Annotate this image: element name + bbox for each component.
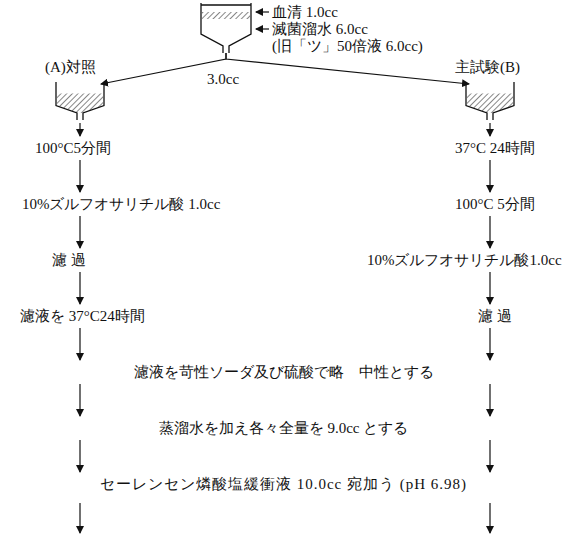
process-step: 10%ズルフオサリチル酸 1.0cc xyxy=(22,195,220,213)
step-text: 100°C 5分間 xyxy=(455,195,535,213)
step-text: 100°C5分間 xyxy=(35,139,111,157)
flow-arrow xyxy=(490,216,491,248)
step-text: 10%ズルフオサリチル酸 1.0cc xyxy=(22,195,220,213)
volume-label: (旧「ツ」50倍液 6.0cc) xyxy=(272,37,423,55)
flow-line xyxy=(226,53,469,84)
flow-line xyxy=(489,123,490,136)
step-text: 蒸溜水を加え各々全量を 9.0cc とする xyxy=(8,419,559,437)
flow-arrow xyxy=(80,272,81,304)
process-step: 37°C 24時間 xyxy=(455,139,535,157)
leader-arrow xyxy=(256,28,269,29)
flow-arrow xyxy=(79,503,80,533)
step-text: 37°C 24時間 xyxy=(455,139,535,157)
step-text: 濾液を苛性ソーダ及び硫酸で略ゝ中性とする xyxy=(8,363,559,381)
test-tube: 血清 1.0cc滅菌溜水 6.0cc(旧「ツ」50倍液 6.0cc) xyxy=(200,3,252,53)
process-step: 濾液を苛性ソーダ及び硫酸で略ゝ中性とする xyxy=(8,363,559,381)
flow-arrow xyxy=(490,160,491,192)
flow-line xyxy=(489,216,490,248)
flow-line xyxy=(489,272,490,304)
tube-wall xyxy=(466,82,514,120)
test-tube-outline xyxy=(465,82,515,120)
flow-arrow xyxy=(490,123,491,136)
process-step: 濾液を 37°C24時間 xyxy=(20,307,145,325)
tube-wall xyxy=(56,82,104,120)
test-tube-outline xyxy=(55,82,105,120)
leader-arrow xyxy=(256,11,269,12)
tube-wall xyxy=(201,3,251,53)
process-step: セーレンセン燐酸塩緩衝液 10.0cc 宛加う (pH 6.98) xyxy=(8,475,559,493)
step-text: 濾液を 37°C24時間 xyxy=(20,307,145,325)
step-text: 濾 過 xyxy=(478,307,512,325)
flow-line xyxy=(489,440,490,472)
flow-line xyxy=(79,328,80,360)
flow-line xyxy=(79,216,80,248)
flow-arrow xyxy=(226,53,469,84)
flow-line xyxy=(79,160,80,192)
flow-arrow xyxy=(80,440,490,472)
process-step: 濾 過 xyxy=(52,251,86,269)
flow-arrow xyxy=(80,384,490,416)
test-tube: 主試験(B) xyxy=(465,82,515,120)
tube-heading: 主試験(B) xyxy=(455,58,520,76)
process-step: 濾 過 xyxy=(478,307,512,325)
process-step: 100°C 5分間 xyxy=(455,195,535,213)
volume-label: 血清 1.0cc xyxy=(272,3,338,21)
flow-arrow xyxy=(80,160,81,192)
flow-arrow xyxy=(80,216,81,248)
serum-layer xyxy=(202,12,250,19)
process-step: 100°C5分間 xyxy=(35,139,111,157)
process-step: 10%ズルフオサリチル酸1.0cc xyxy=(367,251,562,269)
step-text: セーレンセン燐酸塩緩衝液 10.0cc 宛加う (pH 6.98) xyxy=(8,475,559,493)
flow-line xyxy=(79,272,80,304)
step-text: 10%ズルフオサリチル酸1.0cc xyxy=(367,251,562,269)
tube-heading: (A)対照 xyxy=(45,58,96,76)
flow-arrow xyxy=(80,328,81,360)
volume-label: 滅菌溜水 6.0cc xyxy=(272,20,368,38)
process-step: 蒸溜水を加え各々全量を 9.0cc とする xyxy=(8,419,559,437)
flow-line xyxy=(489,160,490,192)
volume-label: 3.0cc xyxy=(205,70,241,88)
test-tube: (A)対照 xyxy=(55,82,105,120)
step-text: 濾 過 xyxy=(52,251,86,269)
flow-line xyxy=(79,384,80,416)
flow-arrow xyxy=(489,503,490,533)
flow-arrow xyxy=(490,272,491,304)
flow-arrow xyxy=(80,123,81,136)
test-tube-outline xyxy=(200,3,252,53)
flow-line xyxy=(79,123,80,136)
flow-line xyxy=(489,384,490,416)
liquid-hatch xyxy=(467,93,513,113)
liquid-hatch xyxy=(57,93,103,113)
flow-line xyxy=(489,328,490,360)
flow-line xyxy=(79,440,80,472)
flow-arrow xyxy=(490,328,491,360)
